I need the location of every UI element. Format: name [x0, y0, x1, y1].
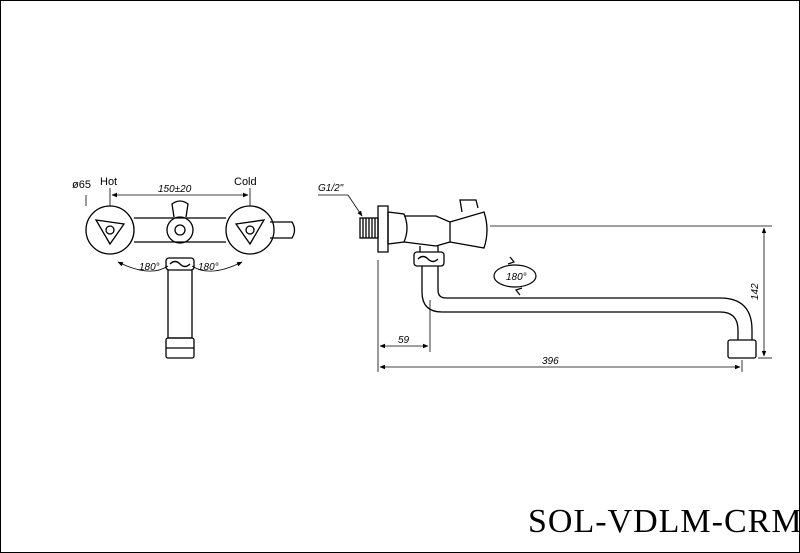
side-view: [359, 199, 757, 359]
diameter-label: ø65: [72, 179, 91, 191]
swivel-rotation-label: 180°: [506, 272, 527, 283]
rotation-right-label: 180°: [198, 262, 219, 273]
front-dimensions: [85, 188, 251, 272]
mixer-body: [134, 217, 226, 243]
swivel-rotation-icon: [493, 256, 537, 296]
thread-connector: [359, 217, 379, 239]
side-swivel-collar: [413, 251, 445, 267]
side-spout: [421, 266, 753, 340]
diverter-knob: [166, 200, 194, 244]
offset-label: 59: [398, 335, 410, 346]
wall-flange: [377, 205, 389, 253]
cold-escutcheon: [225, 205, 275, 255]
side-body: [403, 215, 451, 247]
front-view: [85, 200, 296, 359]
front-swivel-collar: [165, 257, 195, 271]
height-label: 142: [750, 283, 761, 300]
side-lever: [459, 199, 479, 213]
cold-label: Cold: [234, 176, 257, 188]
rotation-left-label: 180°: [139, 262, 160, 273]
side-dimensions: [318, 194, 772, 372]
spacing-label: 150±20: [158, 184, 192, 195]
side-aerator: [727, 339, 757, 359]
length-label: 396: [542, 356, 559, 367]
side-handle: [449, 211, 488, 249]
hot-escutcheon: [85, 205, 135, 255]
hot-label: Hot: [100, 176, 117, 188]
eccentric-nut: [387, 211, 408, 245]
front-spout: [167, 270, 193, 339]
front-side-outlet: [270, 221, 296, 239]
thread-label: G1/2": [318, 183, 344, 194]
model-number: SOL-VDLM-CRM: [528, 503, 800, 540]
